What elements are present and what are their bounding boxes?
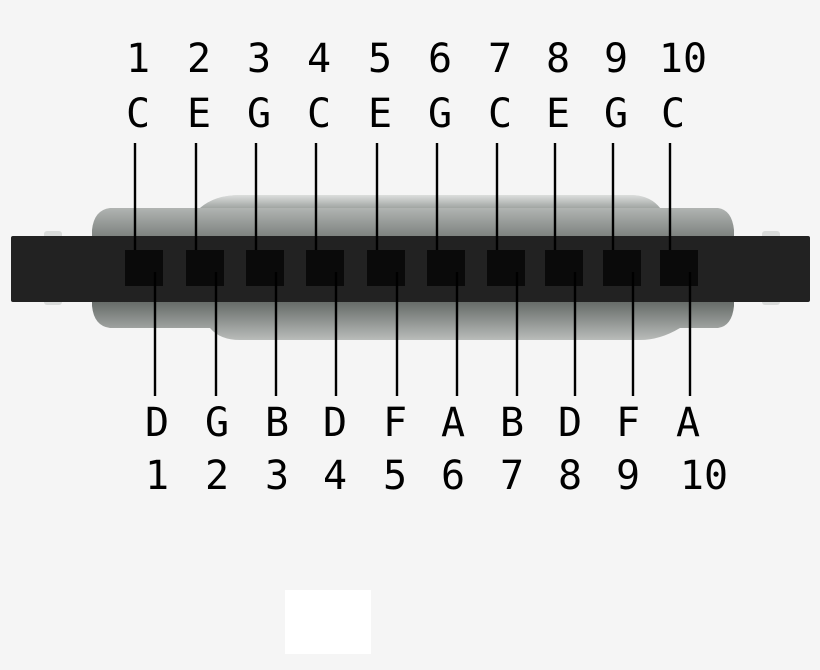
blow-hole-number: 10	[659, 36, 707, 82]
draw-note-label: A	[676, 400, 700, 446]
blow-note-label: C	[488, 91, 512, 137]
blank-white-box	[285, 590, 371, 654]
draw-note-label: F	[616, 400, 640, 446]
draw-hole-number: 2	[205, 453, 229, 499]
blow-note-label: G	[604, 91, 628, 137]
blow-note-label: G	[428, 91, 452, 137]
harmonica-hole	[125, 250, 163, 286]
harmonica-hole	[660, 250, 698, 286]
draw-note-label: B	[500, 400, 524, 446]
harmonica-hole	[427, 250, 465, 286]
blow-note-label: E	[187, 91, 211, 137]
harmonica-hole	[246, 250, 284, 286]
draw-hole-number: 1	[145, 453, 169, 499]
draw-hole-number: 4	[323, 453, 347, 499]
blow-note-label: C	[661, 91, 685, 137]
blow-note-label: G	[247, 91, 271, 137]
harmonica-hole	[487, 250, 525, 286]
draw-hole-number: 6	[441, 453, 465, 499]
harmonica-hole	[186, 250, 224, 286]
draw-hole-number: 9	[616, 453, 640, 499]
blow-note-label: C	[307, 91, 331, 137]
harmonica-hole	[603, 250, 641, 286]
blow-hole-number: 5	[368, 36, 392, 82]
draw-note-label: D	[323, 400, 347, 446]
blow-hole-number: 7	[488, 36, 512, 82]
draw-hole-number: 8	[558, 453, 582, 499]
draw-hole-number: 3	[265, 453, 289, 499]
blow-hole-number: 1	[126, 36, 150, 82]
harmonica-hole	[545, 250, 583, 286]
cover-plate-highlight	[200, 195, 660, 208]
draw-hole-number: 10	[680, 453, 728, 499]
draw-note-label: G	[205, 400, 229, 446]
blow-hole-number: 2	[187, 36, 211, 82]
draw-note-label: B	[265, 400, 289, 446]
blow-hole-number: 3	[247, 36, 271, 82]
blow-note-label: C	[126, 91, 150, 137]
blow-hole-number: 6	[428, 36, 452, 82]
blow-hole-number: 9	[604, 36, 628, 82]
blow-note-label: E	[368, 91, 392, 137]
harmonica-hole	[367, 250, 405, 286]
blow-hole-number: 8	[546, 36, 570, 82]
harmonica-hole	[306, 250, 344, 286]
draw-note-label: F	[383, 400, 407, 446]
blow-hole-number: 4	[307, 36, 331, 82]
draw-hole-number: 5	[383, 453, 407, 499]
draw-note-label: D	[145, 400, 169, 446]
draw-note-label: D	[558, 400, 582, 446]
blow-note-label: E	[546, 91, 570, 137]
draw-note-label: A	[441, 400, 465, 446]
draw-hole-number: 7	[500, 453, 524, 499]
